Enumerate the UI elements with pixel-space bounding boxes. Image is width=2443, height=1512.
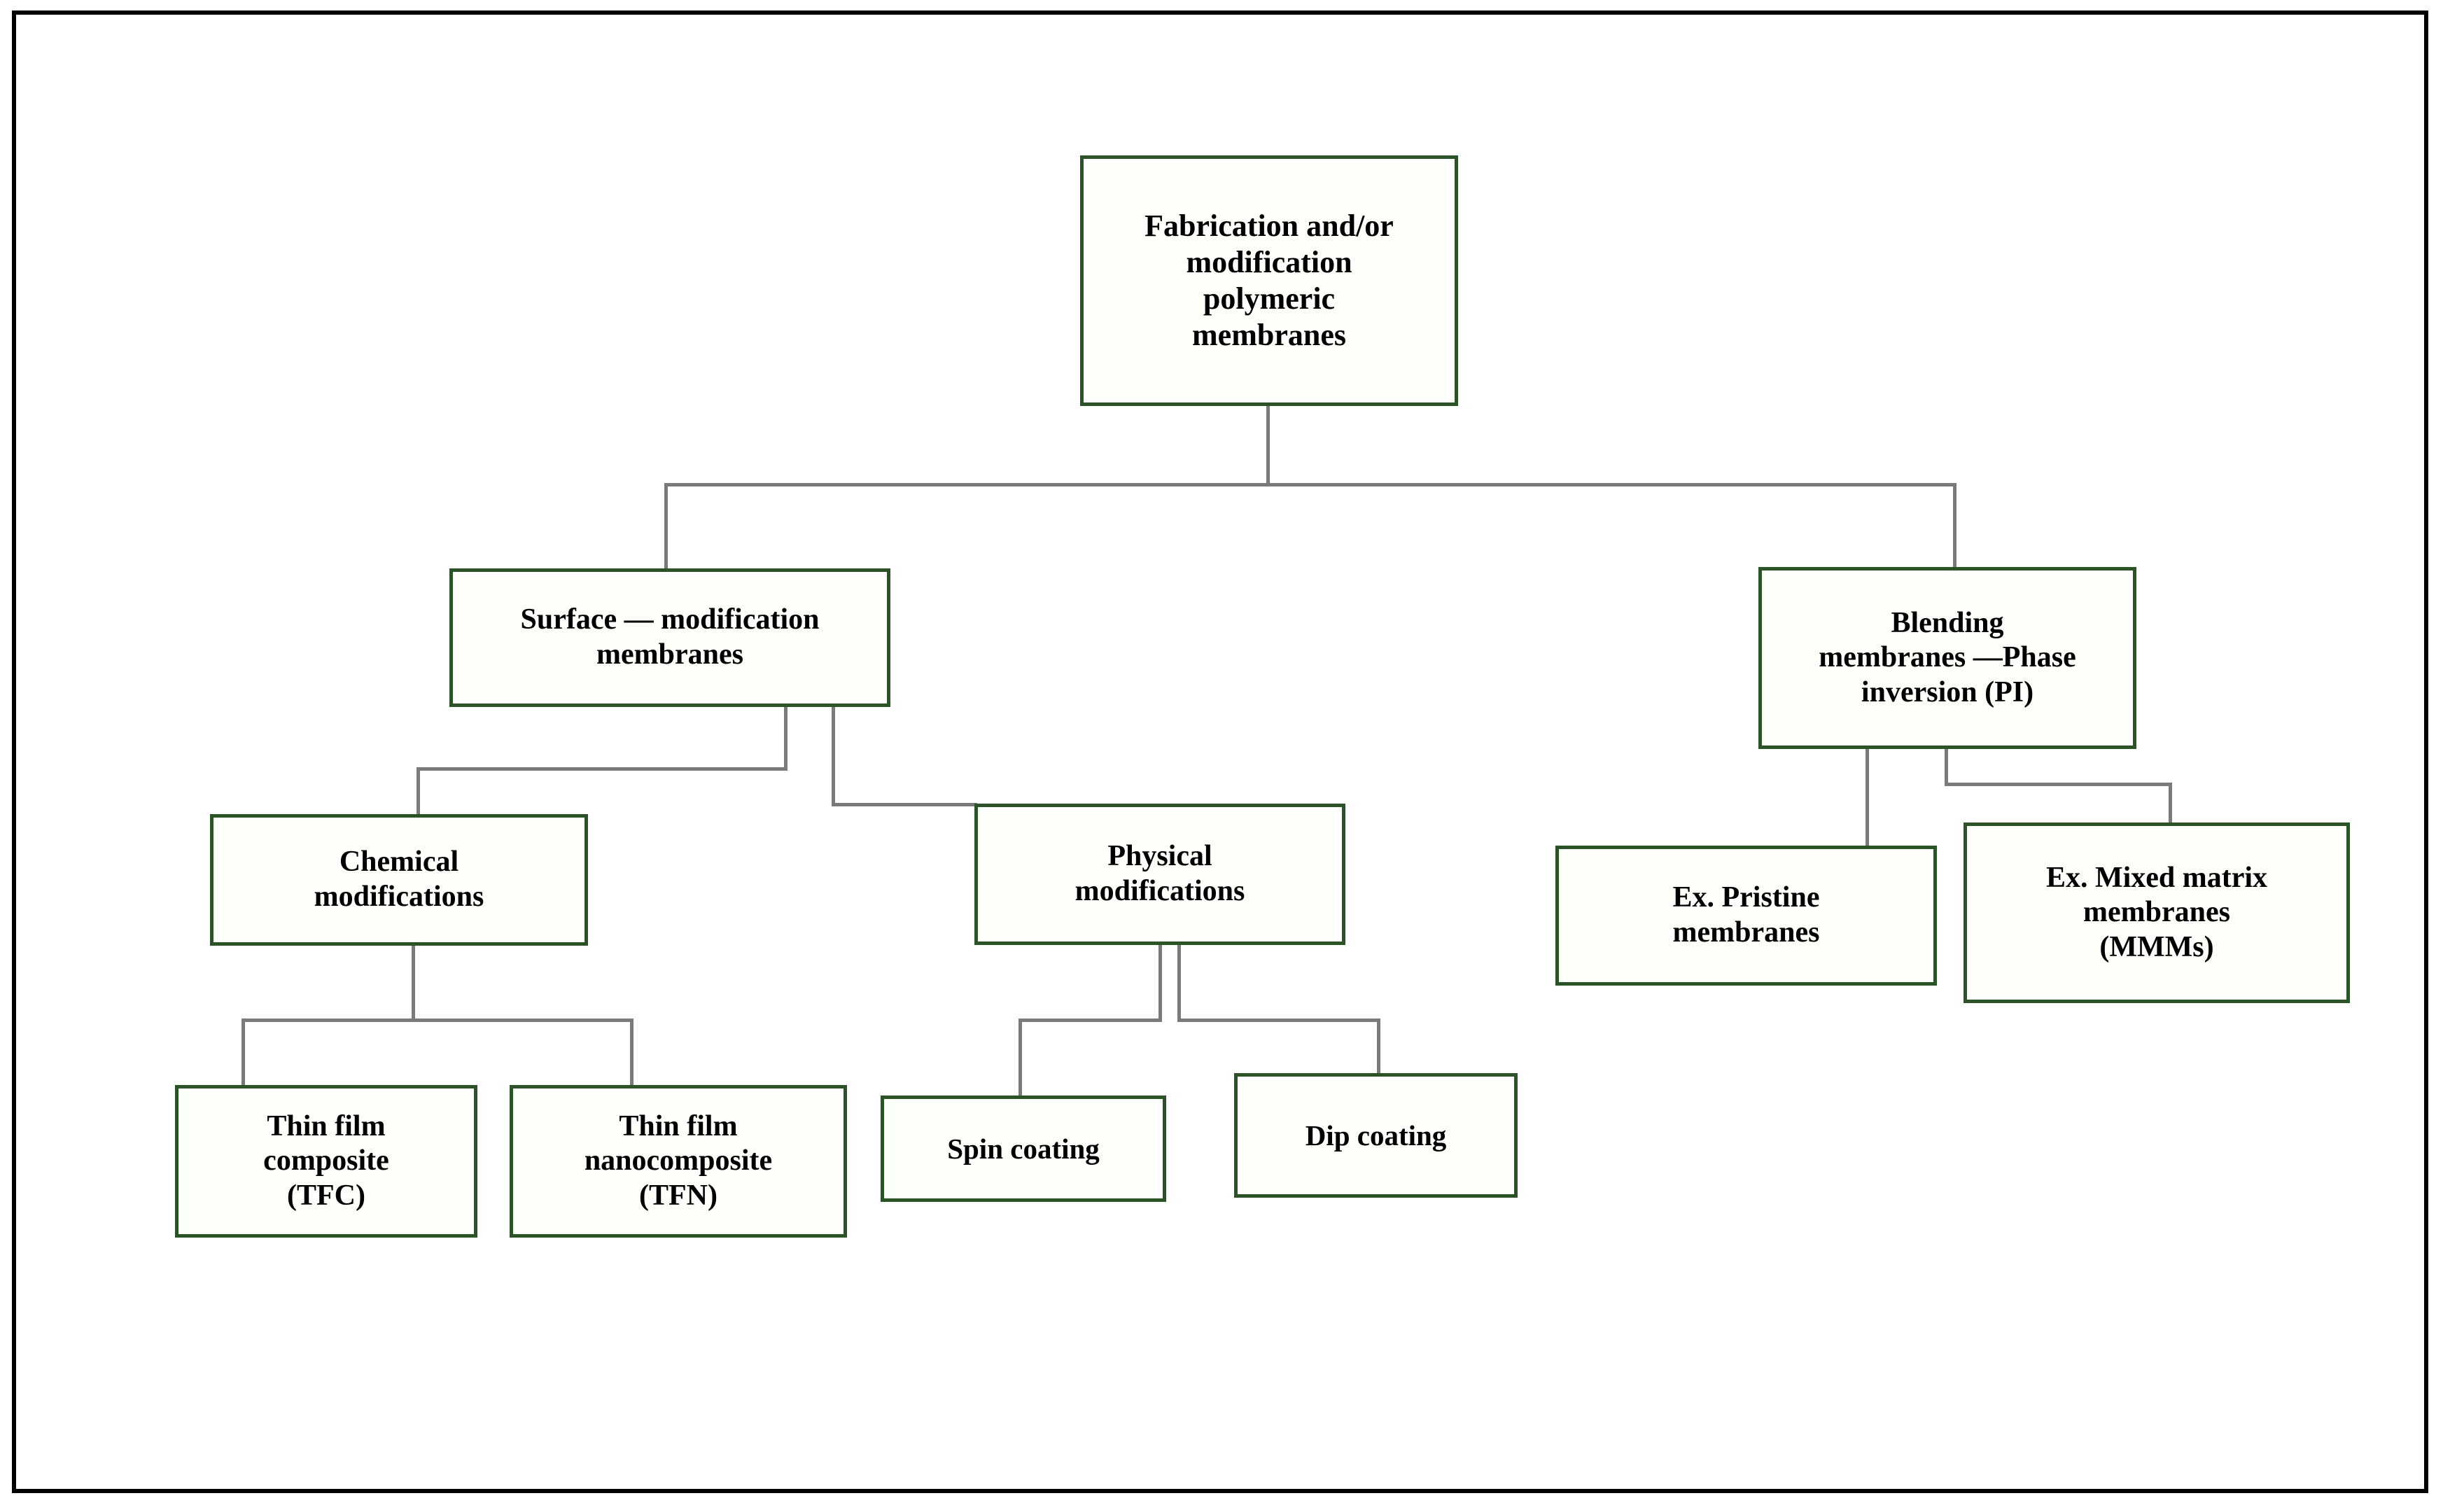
connector-blending-right-jog	[1945, 783, 2172, 786]
connector-chemical-bus	[241, 1018, 634, 1022]
connector-physical-right-jog	[1177, 1018, 1380, 1022]
node-surface-modification[interactable]: Surface — modification membranes	[449, 568, 890, 707]
connector-physical-to-dip	[1377, 1018, 1380, 1074]
node-root-label: Fabrication and/or modification polymeri…	[1144, 209, 1394, 352]
connector-to-blending	[1953, 483, 1956, 568]
node-spin-coating-label: Spin coating	[947, 1132, 1100, 1165]
node-physical-modifications-label: Physical modifications	[1074, 840, 1245, 907]
connector-chemical-to-tfn	[630, 1018, 634, 1087]
connector-blending-to-mmm	[2169, 783, 2172, 825]
connector-surface-right-drop	[832, 706, 835, 806]
node-spin-coating[interactable]: Spin coating	[881, 1096, 1166, 1202]
connector-chemical-stem	[412, 944, 415, 1022]
connector-physical-left-drop	[1158, 944, 1162, 1022]
node-dip-coating-label: Dip coating	[1305, 1119, 1447, 1152]
node-blending-phase-inversion-label: Blending membranes —Phase inversion (PI)	[1819, 606, 2076, 708]
node-thin-film-composite[interactable]: Thin film composite (TFC)	[175, 1085, 477, 1238]
diagram-outer-frame	[12, 10, 2428, 1493]
node-root[interactable]: Fabrication and/or modification polymeri…	[1080, 155, 1458, 406]
connector-surface-left-drop	[784, 706, 788, 771]
connector-physical-to-spin	[1018, 1018, 1022, 1098]
connector-physical-left-jog	[1018, 1018, 1162, 1022]
node-thin-film-composite-label: Thin film composite (TFC)	[263, 1110, 389, 1212]
node-thin-film-nanocomposite-label: Thin film nanocomposite (TFN)	[584, 1110, 773, 1212]
node-ex-mixed-matrix-membranes[interactable]: Ex. Mixed matrix membranes (MMMs)	[1963, 822, 2350, 1003]
connector-blending-to-pristine	[1865, 748, 1869, 846]
node-blending-phase-inversion[interactable]: Blending membranes —Phase inversion (PI)	[1758, 567, 2136, 749]
connector-to-surface	[664, 483, 668, 570]
connector-blending-right-drop	[1945, 748, 1948, 786]
connector-surface-to-physical	[832, 803, 977, 806]
connector-chemical-to-tfc	[241, 1018, 245, 1087]
connector-surface-left-jog	[416, 767, 788, 771]
connector-surface-to-chemical	[416, 767, 420, 816]
connector-physical-right-drop	[1177, 944, 1181, 1022]
node-physical-modifications[interactable]: Physical modifications	[974, 804, 1345, 945]
node-chemical-modifications-label: Chemical modifications	[314, 846, 484, 913]
node-ex-pristine-membranes-label: Ex. Pristine membranes	[1672, 881, 1820, 948]
node-ex-pristine-membranes[interactable]: Ex. Pristine membranes	[1555, 846, 1937, 986]
node-dip-coating[interactable]: Dip coating	[1234, 1073, 1518, 1198]
node-ex-mixed-matrix-membranes-label: Ex. Mixed matrix membranes (MMMs)	[2045, 861, 2268, 963]
connector-root-stem	[1266, 402, 1270, 485]
connector-level1-bus	[664, 483, 1956, 486]
node-surface-modification-label: Surface — modification membranes	[520, 603, 820, 671]
node-chemical-modifications[interactable]: Chemical modifications	[210, 814, 588, 946]
node-thin-film-nanocomposite[interactable]: Thin film nanocomposite (TFN)	[510, 1085, 847, 1238]
